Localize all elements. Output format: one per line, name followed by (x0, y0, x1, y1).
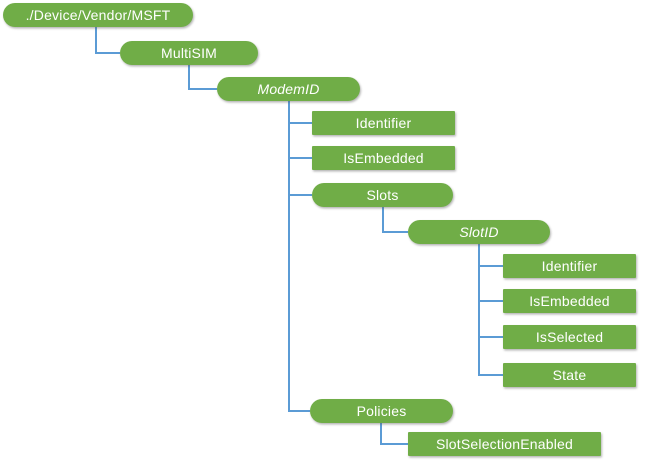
tree-node-slot-identifier: Identifier (503, 254, 636, 278)
connector-modemid-to-identifier-h (288, 122, 312, 124)
connector-policies-to-slotsel-v (380, 423, 382, 445)
connector-slotid-to-state-h (478, 374, 503, 376)
connector-modemid-trunk-v (288, 101, 290, 412)
connector-slotid-to-isselected-h (478, 336, 503, 338)
tree-node-slots: Slots (312, 183, 453, 207)
tree-node-multisim: MultiSIM (120, 41, 258, 65)
tree-node-slot-isselected: IsSelected (503, 325, 636, 349)
connector-slotid-trunk-v (478, 244, 480, 376)
tree-node-root: ./Device/Vendor/MSFT (3, 3, 193, 27)
tree-node-isembedded: IsEmbedded (312, 146, 455, 170)
connector-modemid-to-isembedded-h (288, 157, 312, 159)
connector-slots-to-slotid-v (382, 207, 384, 233)
connector-multisim-to-modemid-h (188, 88, 217, 90)
connector-root-to-multisim-v (95, 27, 97, 54)
connector-multisim-to-modemid-v (188, 65, 190, 90)
connector-slotid-to-isembedded-h (478, 300, 503, 302)
connector-modemid-to-slots-h (288, 194, 312, 196)
tree-node-policies: Policies (310, 399, 453, 423)
connector-modemid-to-policies-h (288, 410, 310, 412)
tree-node-slotselectionenabled: SlotSelectionEnabled (408, 432, 601, 456)
tree-node-slotid: SlotID (408, 220, 550, 244)
connector-slotid-to-identifier-h (478, 265, 503, 267)
connector-slots-to-slotid-h (382, 231, 408, 233)
tree-node-identifier: Identifier (312, 111, 455, 135)
connector-policies-to-slotsel-h (380, 443, 408, 445)
tree-node-slot-state: State (503, 363, 636, 387)
tree-node-slot-isembedded: IsEmbedded (503, 289, 636, 313)
tree-node-modemid: ModemID (217, 77, 360, 101)
connector-root-to-multisim-h (95, 52, 120, 54)
